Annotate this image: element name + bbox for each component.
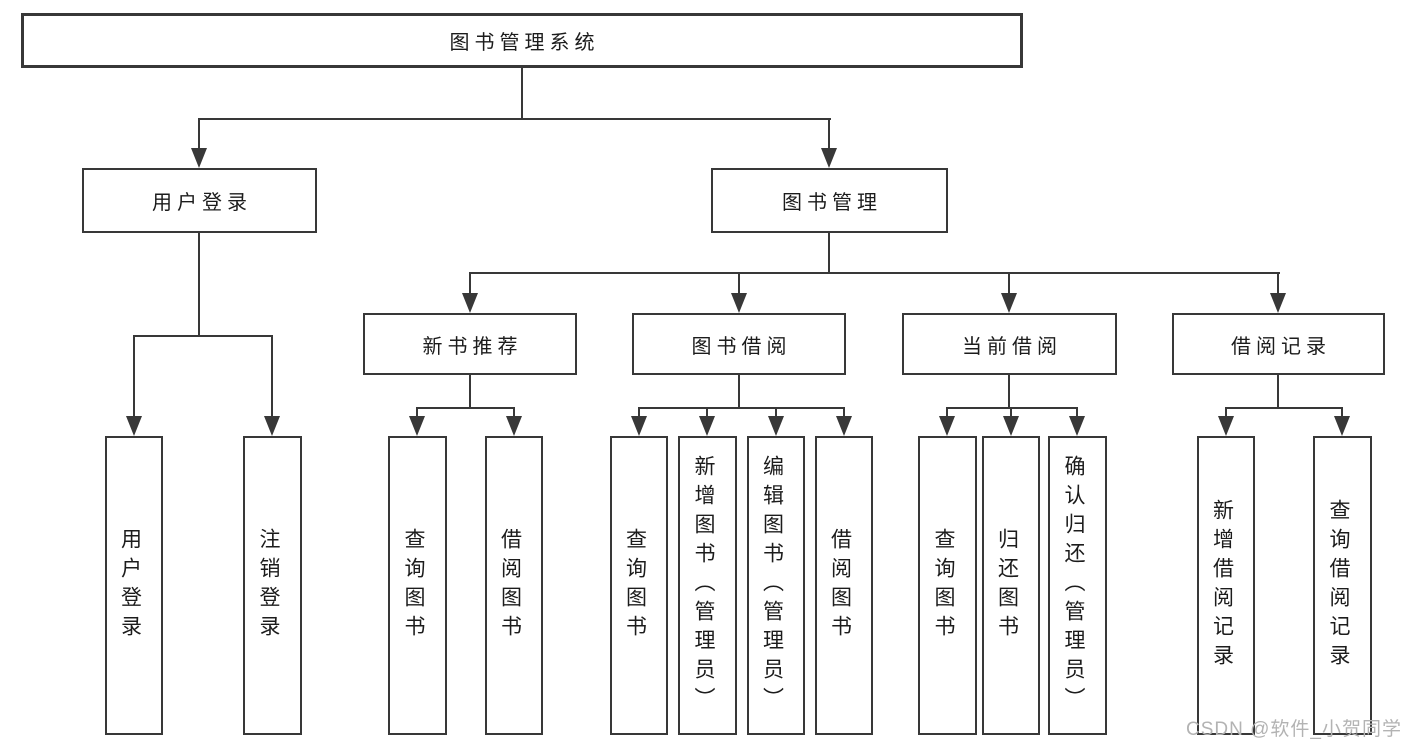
connector-line [1008, 272, 1010, 295]
leaf-add-borrow-record: 新增借阅记录 [1197, 436, 1255, 735]
node-label: 注销登录 [257, 527, 280, 644]
node-book-management: 图书管理 [711, 168, 948, 233]
node-label: 新增借阅记录 [1210, 498, 1234, 673]
connector-line [133, 335, 273, 337]
node-label: 归还图书 [995, 527, 1019, 644]
connector-line [706, 407, 708, 418]
leaf-borrow-books-borrowing: 借阅图书 [815, 436, 873, 735]
connector-line [1008, 375, 1010, 407]
connector-line [416, 407, 515, 409]
connector-line [1076, 407, 1078, 418]
connector-line [1277, 375, 1279, 407]
leaf-logout: 注销登录 [243, 436, 302, 735]
leaf-return-books: 归还图书 [982, 436, 1040, 735]
connector-line [946, 407, 1078, 409]
leaf-borrow-books-recommend: 借阅图书 [485, 436, 543, 735]
connector-line [469, 272, 1280, 274]
connector-line [638, 407, 640, 418]
connector-line [521, 68, 523, 118]
node-label: 编辑图书（管理员） [760, 455, 784, 716]
node-label: 查询图书 [623, 527, 647, 644]
node-label: 图书借阅 [691, 335, 792, 358]
connector-line [738, 375, 740, 407]
connector-line [198, 118, 831, 120]
connector-line [828, 118, 830, 150]
arrow-down-icon [462, 293, 478, 313]
connector-line [843, 407, 845, 418]
node-label: 图书管理系统 [449, 32, 600, 54]
connector-line [946, 407, 948, 418]
connector-line [469, 272, 471, 295]
node-label: 新书推荐 [422, 335, 523, 358]
connector-line [1341, 407, 1343, 418]
arrow-down-icon [1069, 416, 1085, 436]
node-label: 用户登录 [118, 527, 142, 644]
connector-line [738, 272, 740, 295]
connector-line [1225, 407, 1343, 409]
leaf-edit-books-admin: 编辑图书（管理员） [747, 436, 805, 735]
node-label: 借阅记录 [1231, 335, 1331, 358]
arrow-down-icon [1001, 293, 1017, 313]
node-label: 借阅图书 [498, 527, 522, 644]
node-library-management-system: 图书管理系统 [21, 13, 1023, 68]
leaf-add-books-admin: 新增图书（管理员） [678, 436, 737, 735]
leaf-query-books-borrowing: 查询图书 [610, 436, 668, 735]
connector-line [638, 407, 845, 409]
node-label: 图书管理 [782, 192, 882, 214]
node-user-login: 用户登录 [82, 168, 317, 233]
node-label: 用户登录 [152, 192, 252, 214]
node-label: 借阅图书 [828, 527, 852, 644]
node-current-borrowing: 当前借阅 [902, 313, 1117, 375]
arrow-down-icon [1334, 416, 1350, 436]
arrow-down-icon [768, 416, 784, 436]
arrow-down-icon [1003, 416, 1019, 436]
arrow-down-icon [731, 293, 747, 313]
node-label: 新增图书（管理员） [692, 455, 715, 716]
connector-line [271, 335, 273, 418]
leaf-query-books-current: 查询图书 [918, 436, 977, 735]
connector-line [198, 233, 200, 335]
arrow-down-icon [836, 416, 852, 436]
arrow-down-icon [939, 416, 955, 436]
arrow-down-icon [699, 416, 715, 436]
arrow-down-icon [1218, 416, 1234, 436]
arrow-down-icon [264, 416, 280, 436]
arrow-down-icon [409, 416, 425, 436]
connector-line [469, 375, 471, 407]
arrow-down-icon [1270, 293, 1286, 313]
csdn-watermark: CSDN @软件_小贺同学 [1186, 719, 1402, 740]
connector-line [1010, 407, 1012, 418]
leaf-confirm-return-admin: 确认归还（管理员） [1048, 436, 1107, 735]
node-new-book-recommend: 新书推荐 [363, 313, 577, 375]
node-label: 确认归还（管理员） [1062, 455, 1085, 716]
arrow-down-icon [506, 416, 522, 436]
connector-line [416, 407, 418, 418]
arrow-down-icon [191, 148, 207, 168]
arrow-down-icon [821, 148, 837, 168]
node-label: 查询图书 [402, 527, 425, 644]
connector-line [828, 233, 830, 272]
node-book-borrowing: 图书借阅 [632, 313, 846, 375]
connector-line [133, 335, 135, 418]
node-label: 查询图书 [932, 527, 955, 644]
node-borrowing-records: 借阅记录 [1172, 313, 1385, 375]
node-label: 查询借阅记录 [1327, 498, 1350, 673]
connector-line [1277, 272, 1279, 295]
connector-line [198, 118, 200, 150]
arrow-down-icon [631, 416, 647, 436]
leaf-query-borrow-record: 查询借阅记录 [1313, 436, 1372, 735]
connector-line [775, 407, 777, 418]
leaf-query-books-recommend: 查询图书 [388, 436, 447, 735]
leaf-user-login: 用户登录 [105, 436, 163, 735]
connector-line [1225, 407, 1227, 418]
node-label: 当前借阅 [962, 335, 1062, 358]
connector-line [513, 407, 515, 418]
arrow-down-icon [126, 416, 142, 436]
